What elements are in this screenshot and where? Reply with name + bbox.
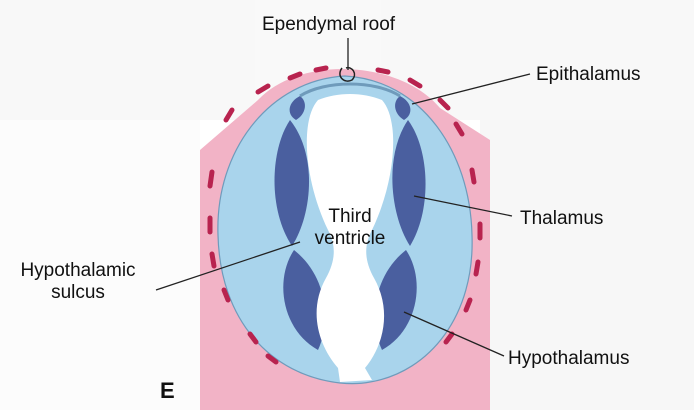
label-third-ventricle-line1: Third bbox=[306, 206, 394, 228]
label-third-ventricle-line2: ventricle bbox=[306, 228, 394, 250]
label-epithalamus: Epithalamus bbox=[536, 64, 641, 86]
label-ependymal-roof: Ependymal roof bbox=[262, 14, 395, 36]
label-hypothalamic-sulcus-line2: sulcus bbox=[8, 282, 148, 304]
label-hypothalamic-sulcus-line1: Hypothalamic bbox=[8, 260, 148, 282]
label-hypothalamus: Hypothalamus bbox=[508, 348, 629, 370]
label-third-ventricle: Third ventricle bbox=[306, 206, 394, 250]
label-hypothalamic-sulcus: Hypothalamic sulcus bbox=[8, 260, 148, 304]
panel-letter: E bbox=[160, 380, 175, 402]
label-thalamus: Thalamus bbox=[520, 208, 603, 230]
